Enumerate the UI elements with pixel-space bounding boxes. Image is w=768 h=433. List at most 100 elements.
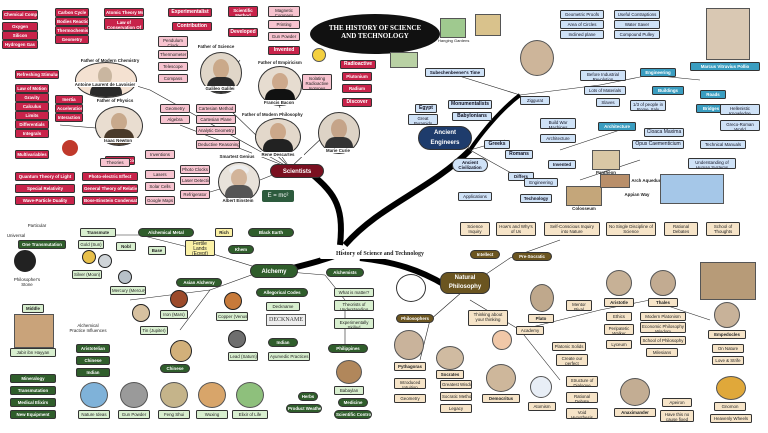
asian-item-4: Gun Powder [118, 410, 150, 419]
alchemy-earth-2: Fertile Lands (Egypt) [185, 240, 215, 256]
plato-portrait [530, 284, 554, 312]
alchemy-left-6: Mineralogy [10, 374, 56, 383]
newton-item-4: Differentials [15, 120, 49, 129]
engineers-node-9: Technology [520, 194, 552, 203]
lavoisier-right-0: Carbon Cycle [55, 8, 89, 17]
note-milesians: Milesians [646, 348, 678, 357]
bacon-item-4: Gun Powder [268, 32, 300, 41]
lead-sphere [228, 330, 246, 348]
einstein-item-0: Inventions [145, 150, 175, 159]
note-apeiron: Apeiron [662, 398, 692, 407]
lavoisier-theory: Atomic Theory Model [104, 8, 144, 17]
feng-shui-image [160, 382, 188, 408]
philosophy-top-5: School of Thoughts [706, 222, 740, 236]
alchemists-1: What is matter? [334, 288, 374, 297]
galileo-item-0: Experimentalist [168, 8, 212, 17]
engineers-node-3: Babylonians [452, 112, 492, 121]
engineers-node-8: Applications [458, 192, 492, 201]
alchemists-11: Scientific Control [334, 410, 372, 419]
structure-1: Pantheon [595, 170, 616, 175]
engineers-misc-13: Compound Pulley [614, 30, 660, 39]
alchemy-left-2: One Transmutation [18, 240, 66, 249]
asian-item-7: Elixir of Life [232, 410, 268, 419]
lavoisier-left-0: Chemical Compounds [2, 10, 38, 20]
deckname-image-text: DECKNAME [269, 317, 303, 323]
asian-alchemy-hub: Asian Alchemy [176, 278, 222, 287]
engineers-misc-8: Geometric Proofs [560, 10, 604, 19]
roman-note-2: Slaves [596, 98, 620, 107]
einstein-item-4: Solar Cells [145, 182, 175, 191]
note-on-nature: On Nature [712, 344, 744, 353]
philosophy-top-1: How's and Why's of Us [496, 222, 536, 236]
einstein-name: Albert Einstein [214, 198, 262, 203]
einstein-item-2: Laser Detection [180, 176, 210, 185]
einstein-theories: Theories [100, 158, 130, 167]
newton-mid-0: Inertia [55, 95, 83, 104]
newton-mid-2: Interaction [55, 113, 83, 122]
roman-note-8: Greco-Roman World [720, 120, 760, 131]
wuxing-image [198, 382, 226, 408]
philosophy-top-0: Science Inquiry [460, 222, 490, 236]
jabir-portrait [14, 314, 54, 348]
engineers-node-1: Great Pyramids [408, 114, 438, 125]
metal-7: Lead (Saturn) [228, 352, 258, 361]
note-economic: Economic Philosophy Wisdom [640, 322, 686, 333]
note-create: Create our perfect [556, 354, 588, 366]
engineers-node-7: Differs [508, 172, 534, 181]
gnomon-image [716, 376, 746, 400]
engineers-node-13: Buildings [652, 86, 684, 95]
roman-note-9: Hellenistic Knowledge [720, 104, 760, 115]
brain-image [492, 330, 512, 350]
einstein-role: Smartest Genius [219, 154, 255, 159]
aqueduct-image [600, 174, 630, 188]
galileo-item-4: Telescope [158, 62, 188, 71]
main-title: THE HISTORY OF SCIENCE AND TECHNOLOGY [310, 14, 440, 54]
archimedes-image [520, 40, 554, 76]
philosophy-intellect: Intellect [470, 250, 500, 259]
alchemy-metal-hub: Alchemical Metal [138, 228, 194, 237]
metal-0: Transmute [80, 228, 116, 237]
newton-item-2: Calculus [15, 102, 49, 111]
newton-item-1: Gravity [15, 93, 49, 102]
aristotle-portrait [606, 270, 632, 296]
asian-item-5: Feng Shui [158, 410, 190, 419]
alchemy-left-8: Medical Elixirs [10, 398, 56, 407]
asian-item-2: Aristotelian [76, 344, 110, 353]
lavoisier-left-2: Silicon [2, 31, 38, 40]
einstein-portrait [218, 162, 260, 202]
engineers-node-0: Egypt [415, 104, 437, 113]
copper-sphere [224, 292, 242, 310]
mercury-drop [118, 270, 132, 284]
note-platonic: Platonic Solids [552, 342, 586, 351]
note-lyceum: Lyceum [606, 340, 632, 349]
roman-note-3: 1/3 of people in Rome, Italy [630, 100, 666, 111]
person-pythagoras: Pythagoras [394, 362, 426, 371]
einstein-physics-0: Quantum Theory of Light [15, 172, 75, 181]
einstein-physics-5: Bose-Einstein Condensate [82, 196, 138, 205]
note-structure: Structure of Dialogue [566, 376, 598, 387]
roman-note-4: Cloaca Maxima [644, 128, 684, 137]
engineers-node-6: Ancient Civilization [452, 158, 488, 172]
newton-item-3: Limits [15, 111, 49, 120]
curie-item-2: Radium [342, 84, 372, 93]
colosseum-image [566, 186, 602, 206]
curie-name: Marie Curie [318, 148, 358, 153]
engineers-misc-14: Marcus Vitruvius Pollio [690, 62, 760, 71]
asian-item-1: Indian [76, 368, 110, 377]
alchemy-earth-3: Khem [228, 245, 254, 254]
thales-portrait [650, 270, 676, 296]
einstein-physics-4: Wave-Particle Duality [15, 196, 75, 205]
person-anaximander: Anaximander [614, 408, 656, 417]
note-gnomon: Gnomon [714, 402, 746, 411]
philosophy-top-3: No Single Discipline of Science [606, 222, 656, 236]
bacon-item-0: Scientific Method [228, 6, 258, 17]
curie-item-1: Plutonium [342, 72, 372, 81]
alchemy-left-5: Jabir ibn Hayyan [10, 348, 56, 357]
einstein-physics-2: Special Relativity [15, 184, 75, 193]
note-thinking: Thinking about your thinking [468, 310, 508, 326]
metal-1: Gold (Sun) [78, 240, 104, 249]
descartes-item-0: Geometry [160, 104, 190, 113]
metal-4: Iron (Mars) [160, 310, 188, 319]
note-heavenly: Heavenly Wheels [710, 414, 752, 423]
curie-item-0: Isolating Radioactive Isotopes [302, 74, 332, 90]
